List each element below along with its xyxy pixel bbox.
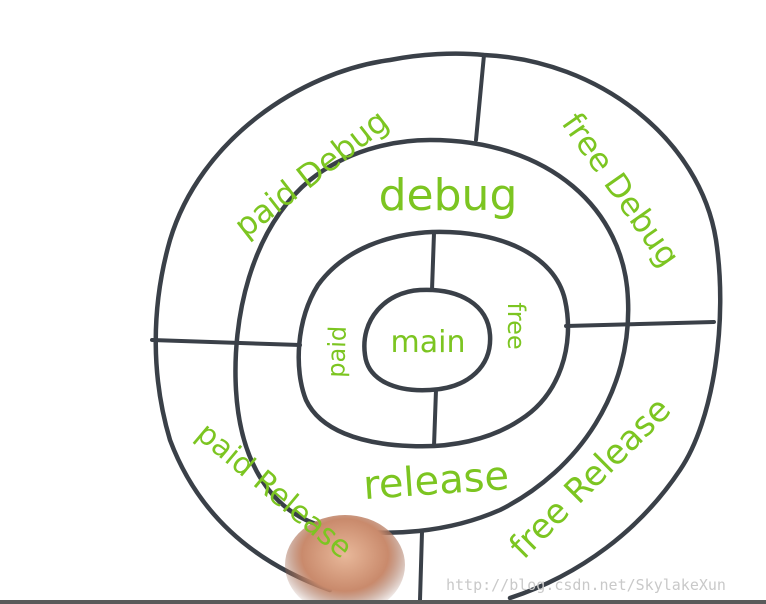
- outer-ring: [153, 51, 723, 601]
- center-ring: [362, 287, 493, 393]
- variant-label-paid-release: paid Release: [189, 416, 358, 566]
- divider-left: [150, 338, 302, 347]
- build-type-label-release: release: [362, 453, 511, 509]
- flavor-label-paid: paid: [322, 325, 352, 378]
- center-label: main: [391, 325, 466, 360]
- watermark: http://blog.csdn.net/SkylakeXun: [446, 576, 726, 594]
- divider-right: [564, 320, 716, 328]
- flavor-label-free: free: [502, 302, 530, 349]
- divider-bottom-inner: [432, 388, 438, 448]
- divider-top-inner: [430, 231, 436, 292]
- divider-bottom-outer: [418, 530, 424, 602]
- divider-top-outer: [474, 53, 486, 142]
- inner-ring: [296, 229, 571, 449]
- finger-shadow: [285, 515, 405, 604]
- build-type-label-debug: debug: [379, 170, 518, 221]
- bottom-edge-bar: [0, 600, 766, 604]
